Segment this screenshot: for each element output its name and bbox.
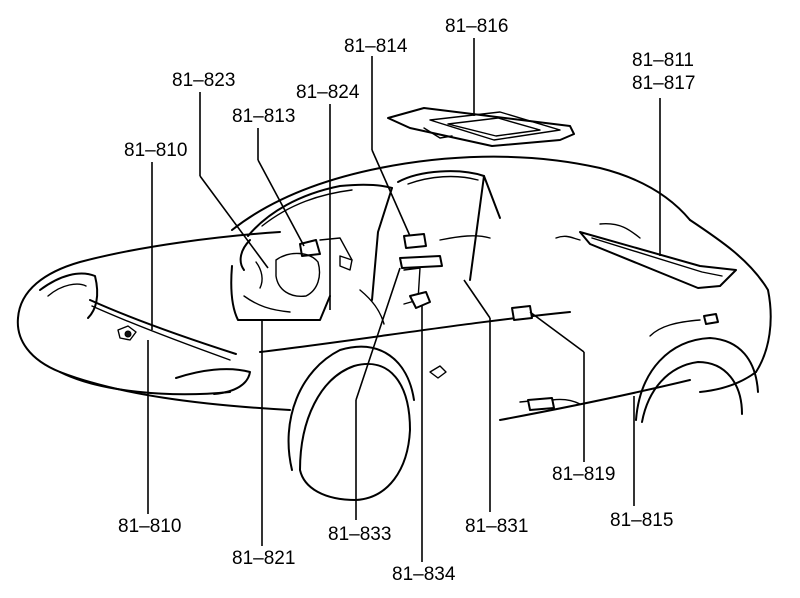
label-81-834: 81–834 bbox=[392, 564, 456, 585]
label-81-821: 81–821 bbox=[232, 548, 296, 569]
label-81-823: 81–823 bbox=[172, 70, 236, 91]
leader-81-819b bbox=[529, 311, 585, 353]
label-81-813: 81–813 bbox=[232, 106, 296, 127]
label-81-810-top: 81–810 bbox=[124, 140, 188, 161]
leader-81-813b bbox=[257, 159, 305, 247]
leader-81-814b bbox=[371, 149, 411, 237]
label-81-815: 81–815 bbox=[610, 510, 674, 531]
label-81-833: 81–833 bbox=[328, 524, 392, 545]
leader-81-823b bbox=[199, 175, 269, 269]
car-body bbox=[16, 155, 772, 501]
sunroof-harness bbox=[387, 107, 575, 147]
leader-lines bbox=[147, 38, 661, 562]
label-81-824: 81–824 bbox=[296, 82, 360, 103]
label-81-811: 81–811 bbox=[632, 50, 694, 71]
label-81-810-bottom: 81–810 bbox=[118, 516, 182, 537]
rear-deck-harness bbox=[555, 222, 737, 289]
label-81-817: 81–817 bbox=[632, 73, 696, 94]
label-81-816: 81–816 bbox=[445, 16, 509, 37]
label-81-819: 81–819 bbox=[552, 464, 616, 485]
front-harness bbox=[89, 299, 237, 361]
leader-81-833b bbox=[355, 267, 401, 401]
interior-harness bbox=[230, 237, 385, 325]
door-harness bbox=[399, 233, 491, 309]
leader-81-831b bbox=[463, 279, 491, 319]
label-81-831: 81–831 bbox=[465, 516, 529, 537]
label-81-814: 81–814 bbox=[344, 36, 408, 57]
misc-parts bbox=[511, 305, 719, 411]
